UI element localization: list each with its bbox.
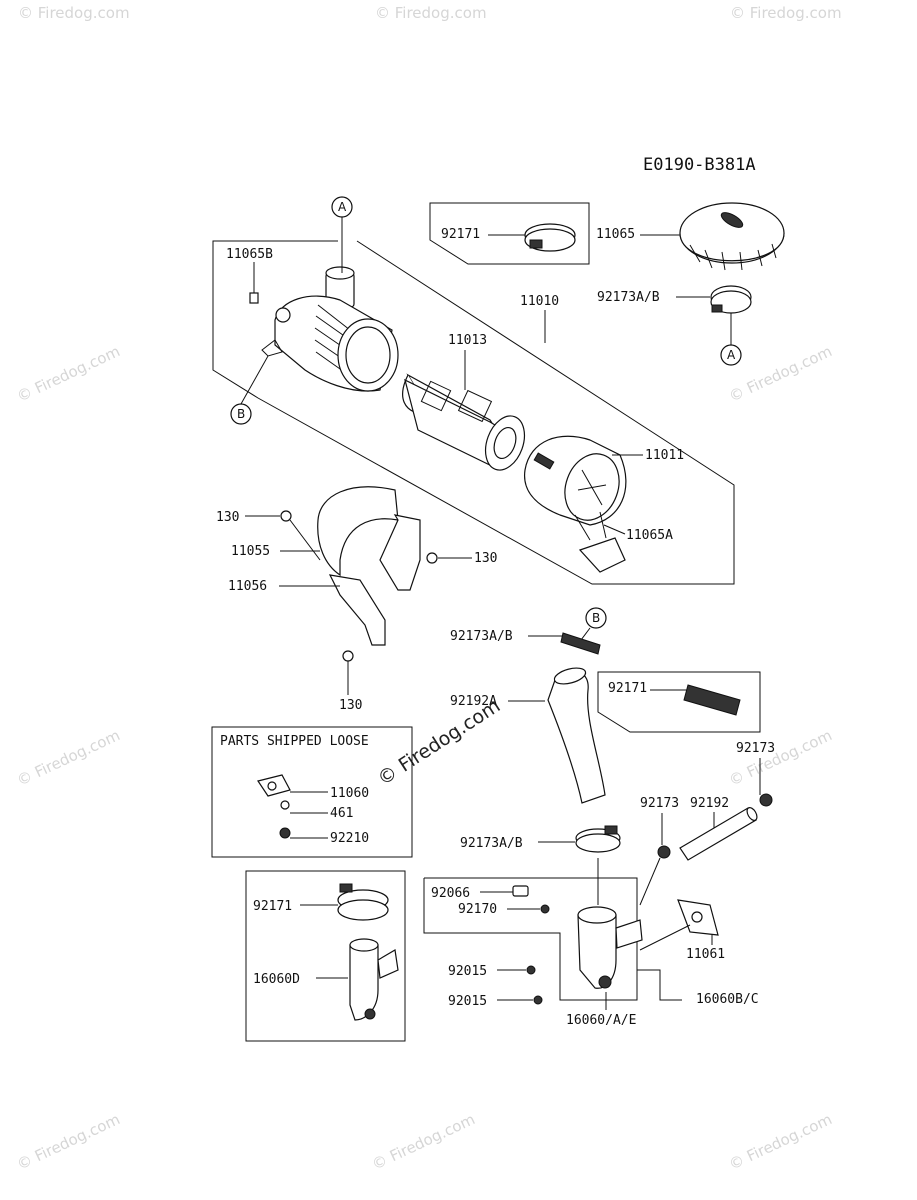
clamp-elbow-kit-box: 92171 16060D: [245, 870, 406, 1042]
lower-assembly-outline: [423, 877, 638, 1001]
diagram-code: E0190-B381A: [643, 155, 756, 175]
label-92173AB-top: 92173A/B: [597, 290, 660, 305]
svg-text:A: A: [338, 200, 347, 214]
label-11061: 11061: [686, 947, 725, 962]
hose-clamp-92173AB-mid: [560, 632, 601, 655]
label-92210: 92210: [330, 831, 369, 846]
hose-clamp-92171-top: [524, 223, 576, 252]
label-92171-low: 92171: [253, 899, 292, 914]
label-11060: 11060: [330, 786, 369, 801]
hose-clamp-92173AB-top: [710, 285, 752, 314]
label-11011: 11011: [645, 448, 684, 463]
callout-b-left: B: [230, 355, 269, 425]
label-11065: 11065: [596, 227, 635, 242]
svg-text:B: B: [592, 611, 600, 625]
watermark: © Firedog.com: [14, 1110, 123, 1173]
small-hose-92192: [679, 807, 758, 861]
svg-text:B: B: [237, 407, 245, 421]
bracket-11056: [328, 574, 386, 646]
label-92015-a: 92015: [448, 964, 487, 979]
label-92170: 92170: [458, 902, 497, 917]
label-11013: 11013: [448, 333, 487, 348]
hose-clamp-92173-mid: [657, 845, 671, 859]
callout-b-mid: B: [577, 607, 607, 645]
label-11056: 11056: [228, 579, 267, 594]
intake-hose-92192A: [547, 667, 606, 804]
parts-shipped-loose-box: PARTS SHIPPED LOOSE 11060 461 92210: [211, 726, 413, 858]
label-92173AB-mid: 92173A/B: [450, 629, 513, 644]
label-92173-right: 92173: [736, 741, 775, 756]
kit-box-title: PARTS SHIPPED LOOSE: [220, 734, 369, 749]
label-92173-mid: 92173: [640, 796, 679, 811]
hose-clamp-92173AB-low: [575, 825, 621, 853]
filter-element-11013: [402, 373, 526, 471]
label-92192A: 92192A: [450, 694, 497, 709]
label-130-a: 130: [216, 510, 239, 525]
label-92171-top: 92171: [441, 227, 480, 242]
intake-elbow-16060AE: [577, 906, 643, 989]
watermark: © Firedog.com: [18, 4, 130, 22]
callout-a-right: A: [720, 313, 742, 366]
hose-clamp-92171-mid: [683, 684, 741, 716]
watermark: © Firedog.com: [375, 4, 487, 22]
label-16060BC: 16060B/C: [696, 992, 759, 1007]
label-11065B: 11065B: [226, 247, 273, 262]
watermark: © Firedog.com: [726, 726, 835, 789]
label-130-b: 130: [474, 551, 497, 566]
lower-assembly-outline-b: [637, 969, 682, 1001]
bracket-11055: [317, 486, 421, 591]
watermark: © Firedog.com: [726, 1110, 835, 1173]
air-cleaner-assembly-outline: [212, 240, 735, 585]
label-11010: 11010: [520, 294, 559, 309]
label-16060D: 16060D: [253, 972, 300, 987]
label-92173AB-low: 92173A/B: [460, 836, 523, 851]
watermark: © Firedog.com: [14, 726, 123, 789]
label-92066: 92066: [431, 886, 470, 901]
label-461: 461: [330, 806, 353, 821]
label-92171-mid: 92171: [608, 681, 647, 696]
evacuator-valve-11065A: [574, 511, 626, 573]
hose-clamp-kit-box: [429, 202, 590, 265]
label-92192: 92192: [690, 796, 729, 811]
watermark: © Firedog.com: [726, 342, 835, 405]
hose-clamp-92173-right: [759, 793, 773, 807]
callout-a-top: A: [331, 196, 353, 273]
label-130-c: 130: [339, 698, 362, 713]
clamp-kit-box-mid: [597, 671, 761, 733]
svg-text:A: A: [727, 348, 736, 362]
watermark: © Firedog.com: [14, 342, 123, 405]
label-92015-b: 92015: [448, 994, 487, 1009]
watermark-center: © Firedog.com: [374, 695, 504, 790]
cover-11011: [523, 435, 627, 526]
label-11055: 11055: [231, 544, 270, 559]
air-cleaner-body: [261, 266, 399, 392]
label-11065A: 11065A: [626, 528, 673, 543]
gasket-11061: [677, 899, 719, 936]
watermark: © Firedog.com: [730, 4, 842, 22]
rain-cap-11065: [679, 202, 785, 271]
label-16060AE: 16060/A/E: [566, 1013, 636, 1028]
watermark: © Firedog.com: [369, 1110, 478, 1173]
